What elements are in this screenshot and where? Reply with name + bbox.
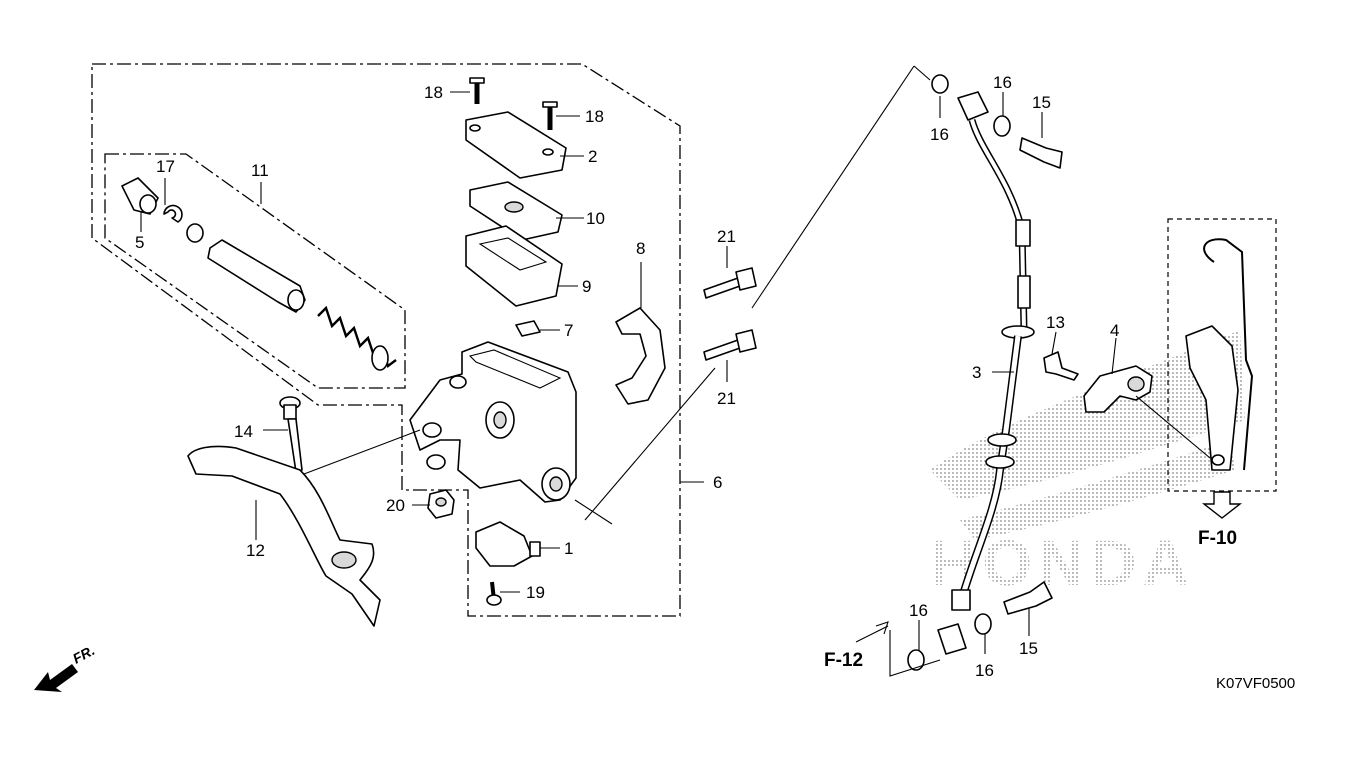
ref-f12: F-12 [824,650,863,671]
callout-16b: 16 [993,73,1012,92]
callout-9: 9 [582,277,591,296]
clip-7 [515,320,541,337]
callout-16a: 16 [930,125,949,144]
callout-4: 4 [1110,321,1119,340]
washer-16a [993,115,1011,137]
bolt-15a [1019,137,1063,169]
f10-arrow [1201,491,1243,519]
reservoir-cap-2 [465,111,567,179]
front-direction-arrow: FR. [34,642,97,692]
holder-8 [615,307,666,405]
bolt-15b [1003,581,1053,615]
master-cylinder-body [409,341,577,503]
callout-20: 20 [386,496,405,515]
leader-lines [140,65,1211,677]
screw-18a [469,77,485,104]
callout-12: 12 [246,541,265,560]
callout-8: 8 [636,239,645,258]
callout-7: 7 [564,321,573,340]
bracket-boundary-f10 [1167,218,1277,492]
callout-1: 1 [564,539,573,558]
assembly-boundary-6 [91,63,681,617]
seal [186,223,204,243]
callout-11: 11 [251,161,269,180]
ref-f10: F-10 [1198,528,1237,549]
bolt-21b [703,329,757,361]
callout-15b: 15 [1019,639,1038,658]
callout-16c: 16 [909,601,928,620]
callout-18a: 18 [424,83,443,102]
bolt-21a [703,267,757,299]
spring [317,305,397,371]
callout-16d: 16 [975,661,994,680]
screw-18b [542,101,558,130]
callout-3: 3 [972,363,981,382]
washer-16c [974,613,992,635]
callout-17: 17 [156,157,175,176]
callout-18b: 18 [585,107,604,126]
brake-hose-3 [931,74,1035,655]
pivot-bolt-14 [279,396,303,473]
callout-6: 6 [713,473,722,492]
callout-14: 14 [234,422,253,441]
piston-set-boundary-11 [104,153,406,389]
fr-label: FR. [70,642,97,667]
brake-switch-1 [475,521,533,567]
washer-16b [907,649,925,671]
bracket-f10 [1185,238,1254,471]
callout-21a: 21 [717,227,736,246]
callout-2: 2 [588,147,597,166]
callout-21b: 21 [717,389,736,408]
diagram-code: K07VF0500 [1216,675,1295,692]
callout-13: 13 [1046,313,1065,332]
callout-5: 5 [135,233,144,252]
callout-15a: 15 [1032,93,1051,112]
screw-19 [486,581,502,606]
circlip-17 [163,204,183,223]
bolt-13 [1043,351,1079,381]
callout-labels: 18 18 2 10 9 7 8 11 17 5 14 12 20 1 19 6… [135,73,1119,680]
brake-lever-12 [187,445,381,627]
callout-19: 19 [526,583,545,602]
callout-10: 10 [586,209,605,228]
